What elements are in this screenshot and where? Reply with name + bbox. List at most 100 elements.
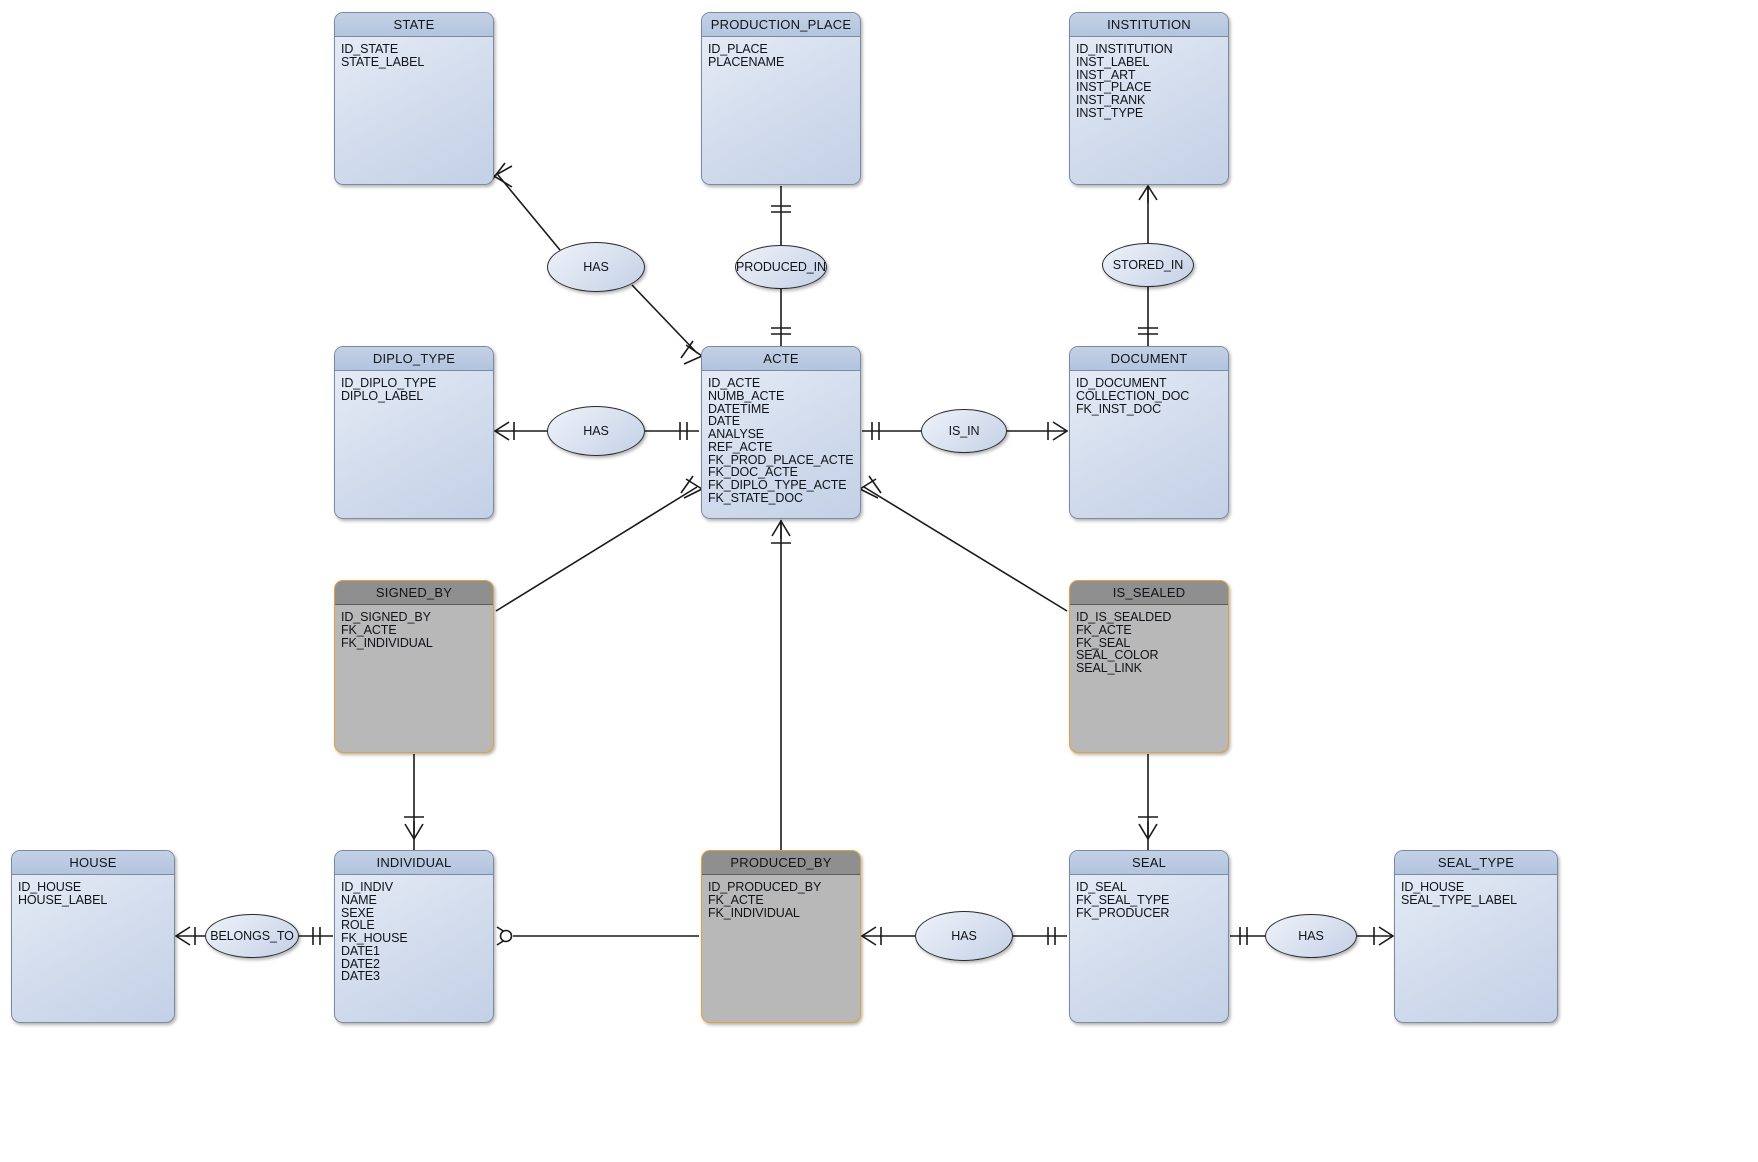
relationship-label: HAS	[1298, 929, 1324, 943]
connector-is-sealed-seal	[1138, 754, 1158, 851]
attribute-row: NUMB_ACTE	[708, 388, 785, 403]
attribute-row: ID_INDIV	[341, 880, 393, 894]
relationship-rel-has-produced-by[interactable]: HAS	[915, 911, 1013, 961]
entity-title: SEAL	[1070, 851, 1228, 875]
entity-title: STATE	[335, 13, 493, 37]
entity-title: DOCUMENT	[1070, 347, 1228, 371]
attribute-row: INST_LABEL	[1076, 54, 1150, 69]
attribute-row: STATE_LABEL	[341, 54, 425, 69]
relationship-label: HAS	[583, 260, 609, 274]
connector-acte-produced-by	[771, 519, 791, 851]
entity-title: SIGNED_BY	[335, 581, 493, 605]
attribute-row: COLLECTION_DOC	[1076, 388, 1190, 403]
attribute-row: FK_SEAL	[1076, 635, 1131, 650]
connector-signed-by-individual	[404, 754, 424, 851]
attribute-row: INST_RANK	[1076, 93, 1146, 108]
attribute-row: DATE1	[341, 943, 380, 958]
attribute-row: INST_PLACE	[1076, 80, 1152, 95]
attribute-row: ID_STATE	[341, 42, 399, 56]
connector-individual-produced-by	[496, 926, 699, 946]
attribute-row: ID_ACTE	[708, 376, 761, 390]
relationship-label: HAS	[951, 929, 977, 943]
attribute-row: SEXE	[341, 905, 374, 920]
entity-title: SEAL_TYPE	[1395, 851, 1557, 875]
attribute-row: ID_SIGNED_BY	[341, 610, 431, 624]
attribute-row: FK_SEAL_TYPE	[1076, 892, 1170, 907]
relationship-rel-has-state[interactable]: HAS	[547, 242, 645, 292]
attribute-row: ID_SEAL	[1076, 880, 1127, 894]
attribute-row: REF_ACTE	[708, 439, 773, 454]
attribute-row: DATE3	[341, 969, 380, 984]
attribute-row: NAME	[341, 892, 377, 907]
attribute-row: DATE2	[341, 956, 380, 971]
attribute-row: ID_IS_SEALDED	[1076, 610, 1172, 624]
relationship-label: PRODUCED_IN	[736, 260, 826, 274]
attribute-row: FK_DOC_ACTE	[708, 465, 798, 480]
relationship-label: HAS	[583, 424, 609, 438]
attribute-row: ID_HOUSE	[18, 880, 82, 894]
relationship-label: IS_IN	[948, 424, 980, 438]
relationship-label: STORED_IN	[1112, 258, 1184, 272]
attribute-row: FK_INDIVIDUAL	[341, 635, 433, 650]
attribute-row: FK_ACTE	[708, 892, 764, 907]
entity-title: INDIVIDUAL	[335, 851, 493, 875]
connector-acte-signed-by	[495, 475, 704, 612]
attribute-row: FK_HOUSE	[341, 931, 408, 946]
attribute-row: ID_PLACE	[708, 42, 768, 56]
attribute-row: ID_HOUSE	[1401, 880, 1465, 894]
attribute-row: SEAL_TYPE_LABEL	[1401, 892, 1517, 907]
attribute-row: FK_INST_DOC	[1076, 401, 1162, 416]
attribute-row: ID_PRODUCED_BY	[708, 880, 822, 894]
attribute-row: ROLE	[341, 918, 375, 933]
attribute-row: FK_STATE_DOC	[708, 491, 803, 506]
attribute-row: DATETIME	[708, 401, 770, 416]
relationship-rel-produced-in[interactable]: PRODUCED_IN	[735, 245, 827, 289]
attribute-row: ID_DIPLO_TYPE	[341, 376, 437, 390]
relationship-rel-is-in[interactable]: IS_IN	[921, 409, 1007, 453]
attribute-row: FK_ACTE	[341, 622, 397, 637]
attribute-row: SEAL_COLOR	[1076, 648, 1159, 663]
attribute-row: FK_DIPLO_TYPE_ACTE	[708, 478, 847, 493]
attribute-row: FK_PRODUCER	[1076, 905, 1170, 920]
relationship-rel-has-seal-type[interactable]: HAS	[1265, 914, 1357, 958]
entity-title: ACTE	[702, 347, 860, 371]
attribute-row: FK_PROD_PLACE_ACTE	[708, 452, 854, 467]
attribute-row: DATE	[708, 414, 741, 429]
attribute-row: ID_DOCUMENT	[1076, 376, 1167, 390]
entity-title: PRODUCED_BY	[702, 851, 860, 875]
entity-title: DIPLO_TYPE	[335, 347, 493, 371]
entity-title: IS_SEALED	[1070, 581, 1228, 605]
entity-title: PRODUCTION_PLACE	[702, 13, 860, 37]
relationship-rel-belongs-to[interactable]: BELONGS_TO	[205, 914, 299, 958]
entity-title: INSTITUTION	[1070, 13, 1228, 37]
relationship-rel-has-diplo[interactable]: HAS	[547, 406, 645, 456]
relationship-rel-stored-in[interactable]: STORED_IN	[1102, 243, 1194, 287]
attribute-row: DIPLO_LABEL	[341, 388, 424, 403]
attribute-row: FK_INDIVIDUAL	[708, 905, 800, 920]
entity-title: HOUSE	[12, 851, 174, 875]
attribute-row: FK_ACTE	[1076, 622, 1132, 637]
